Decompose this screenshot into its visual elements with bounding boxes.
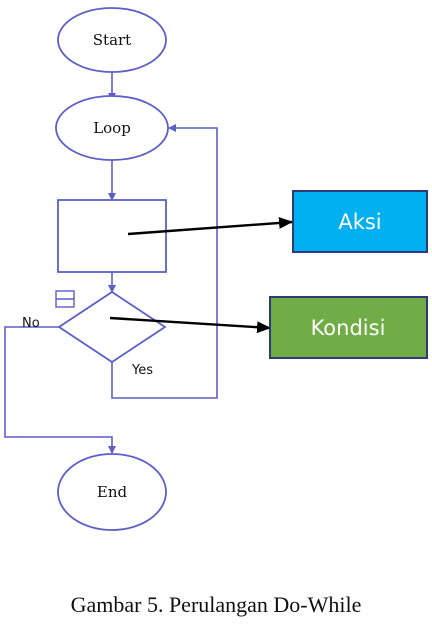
action-process-box bbox=[57, 199, 167, 273]
condition-pointer-arrow bbox=[109, 316, 271, 334]
loop-label: Loop bbox=[93, 119, 131, 137]
end-node bbox=[57, 453, 167, 531]
action-pointer-arrow bbox=[127, 216, 293, 236]
connector-no-to-end bbox=[4, 326, 116, 454]
condition-callout-label: Kondisi bbox=[311, 316, 386, 340]
condition-decision-diamond bbox=[57, 290, 167, 364]
connector-yes-loop-back bbox=[111, 124, 218, 399]
end-label: End bbox=[97, 483, 128, 501]
start-label: Start bbox=[93, 31, 131, 49]
yes-branch-label: Yes bbox=[131, 363, 153, 378]
no-branch-label: No bbox=[22, 316, 40, 331]
start-node bbox=[57, 7, 167, 73]
loop-node bbox=[55, 95, 169, 161]
condition-callout-box bbox=[269, 296, 428, 359]
figure-caption: Gambar 5. Perulangan Do-While bbox=[70, 592, 362, 617]
action-callout-box bbox=[292, 190, 428, 253]
action-callout-label: Aksi bbox=[338, 210, 381, 234]
